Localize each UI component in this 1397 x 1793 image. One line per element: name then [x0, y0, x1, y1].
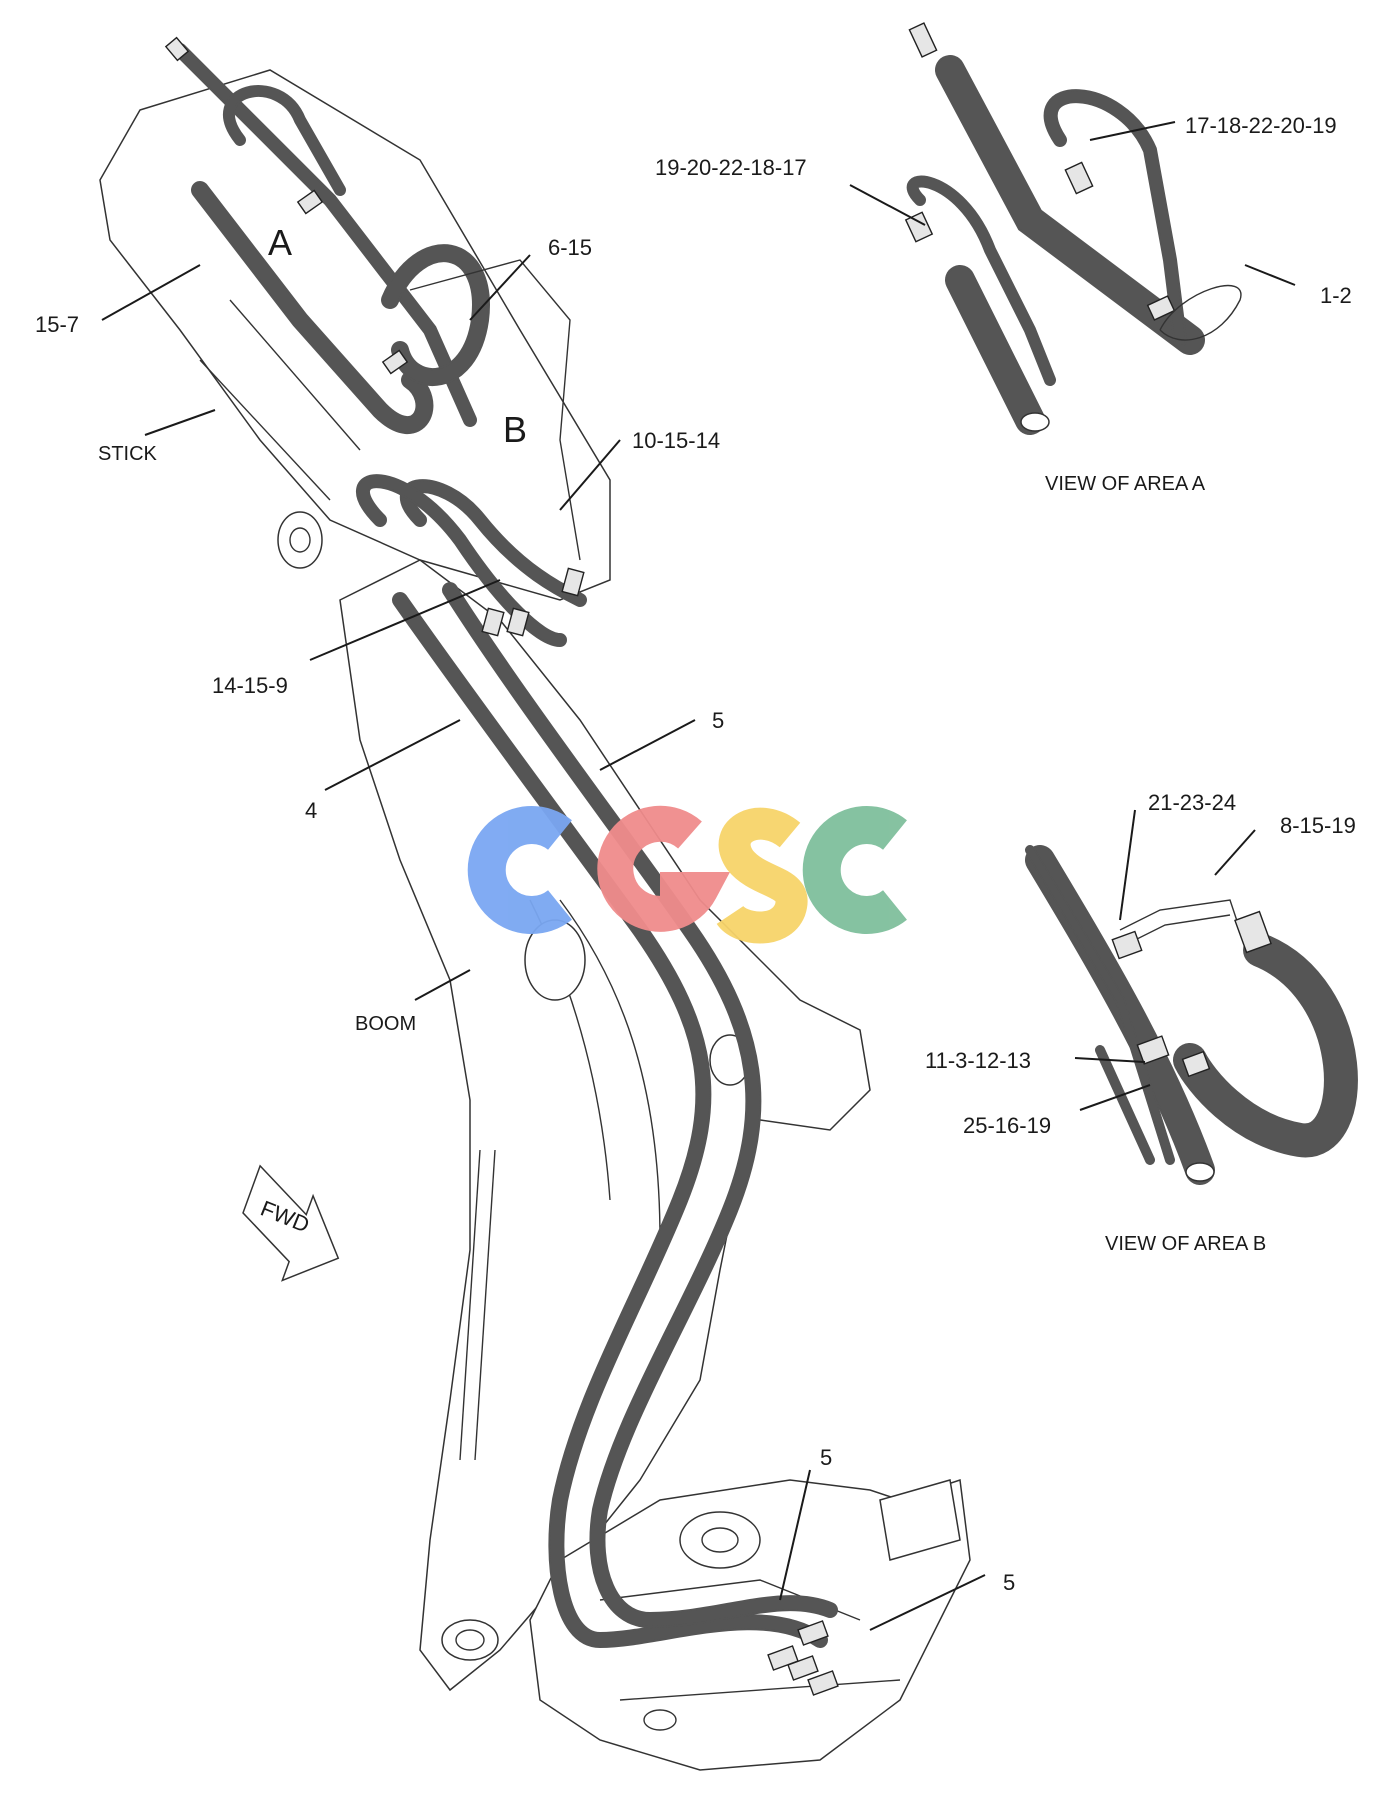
- callout-4: 4: [305, 798, 317, 823]
- callout-10-15-14: 10-15-14: [632, 428, 720, 453]
- callout-14-15-9: 14-15-9: [212, 673, 288, 698]
- callout-15-7: 15-7: [35, 312, 79, 337]
- callout-5-upper: 5: [712, 708, 724, 733]
- callout-1-2: 1-2: [1320, 283, 1352, 308]
- area-a-letter: A: [268, 222, 292, 263]
- callout-5-lower-b: 5: [1003, 1570, 1015, 1595]
- watermark-logo: [467, 805, 907, 944]
- leader-lines: [101, 121, 1296, 1631]
- callout-21-23-24: 21-23-24: [1148, 790, 1236, 815]
- callout-6-15: 6-15: [548, 235, 592, 260]
- view-area-b-drawing: [1025, 845, 1358, 1185]
- base-fittings: [767, 1620, 839, 1696]
- callout-5-lower-a: 5: [820, 1445, 832, 1470]
- stick-label: STICK: [98, 443, 158, 465]
- area-b-letter: B: [503, 409, 527, 450]
- fwd-arrow-icon: [242, 1164, 340, 1282]
- view-area-b-caption: VIEW OF AREA B: [1105, 1233, 1266, 1255]
- stick-outline: [99, 69, 611, 601]
- callout-17-18-22-20-19: 17-18-22-20-19: [1185, 113, 1337, 138]
- callout-19-20-22-18-17: 19-20-22-18-17: [655, 155, 807, 180]
- callout-11-3-12-13: 11-3-12-13: [925, 1048, 1031, 1073]
- callout-25-16-19: 25-16-19: [963, 1113, 1051, 1138]
- view-area-a-caption: VIEW OF AREA A: [1045, 473, 1206, 495]
- callout-8-15-19: 8-15-19: [1280, 813, 1356, 838]
- boom-label: BOOM: [355, 1013, 416, 1035]
- stick-hoses: [164, 36, 587, 647]
- view-area-a-drawing: [904, 22, 1242, 435]
